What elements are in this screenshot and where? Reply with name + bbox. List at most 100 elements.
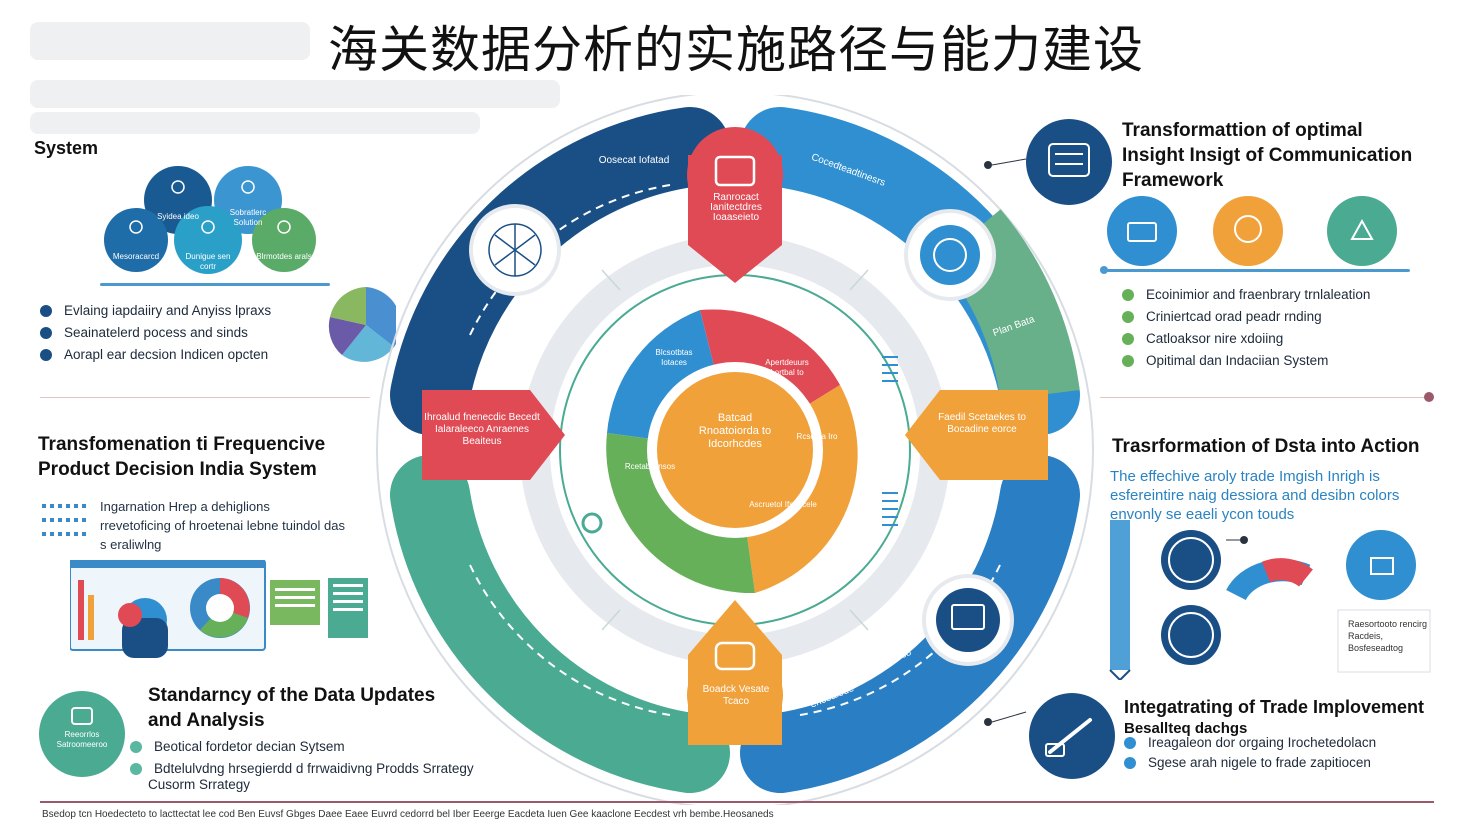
bullet-dot: [1122, 289, 1134, 301]
text-line: s eraliwlng: [100, 537, 162, 552]
list-item: Bdtelulvdng hrsegierdd d frrwaidivng Pro…: [130, 758, 474, 780]
box-line: Bosfeseadtog: [1348, 643, 1404, 653]
right-mid-illustration: [1109, 520, 1431, 680]
left-bottom-circle-icon: [39, 691, 125, 777]
list-item: Ecoinimior and fraenbrary trnlaleation: [1122, 284, 1370, 306]
heading-line: Transformattion of optimal: [1122, 120, 1363, 141]
list-item: Ireagaleon dor orgaing Irochetedolacn: [1124, 734, 1376, 752]
list-item: Evlaing iapdaiiry and Anyiss lpraxs: [40, 300, 271, 322]
section-heading-frequencive: Transfomenation ti Frequencive Product D…: [38, 432, 325, 482]
divider: [1100, 397, 1432, 398]
section-heading-trade: Integatrating of Trade Implovement Besal…: [1124, 696, 1424, 740]
bullet-dot: [40, 349, 52, 361]
right-top-circle-icon: [1026, 119, 1112, 205]
connector-dot: [984, 711, 1027, 726]
heading-line: Framework: [1122, 170, 1224, 191]
blurred-text-block: [30, 80, 560, 108]
arrow-top-label: Ranrocact Ianitectdres Ioaaseieto: [710, 192, 762, 223]
dashboard-illustration: [70, 560, 368, 658]
ring-segment-bottom-left: [390, 455, 730, 793]
dot-grid-icon: [42, 504, 86, 536]
text-line: rrevetoficing of hroetenai lebne tuindol…: [100, 518, 345, 533]
bullet-dot: [1124, 737, 1136, 749]
section-heading-system: System: [34, 138, 99, 158]
footer-text: Bsedop tcn Hoedecteto to lacttectat lee …: [42, 809, 774, 820]
right-bottom-bullets: Ireagaleon dor orgaing Irochetedolacn Sg…: [1124, 734, 1376, 774]
left-top-bullets: Evlaing iapdaiiry and Anyiss lpraxs Seai…: [40, 300, 271, 366]
divider-bar: [100, 283, 330, 286]
ring-label-top-left: Oosecat Iofatad: [598, 155, 670, 166]
bullet-dot: [130, 741, 142, 753]
hex-cluster: [104, 166, 316, 274]
core-line: Rnoatoiorda to: [698, 425, 772, 437]
list-item: Catloaksor nire xdoiing: [1122, 328, 1370, 350]
hex-label: Mesoracarcd: [112, 252, 160, 261]
ring-segment-bottom-right: [740, 455, 1080, 793]
hex-label: Blrmotdes arals: [256, 252, 312, 261]
arrow-left: [422, 390, 565, 480]
hex-label: Dunigue sen cortr: [185, 252, 231, 271]
text-line: The effechive aroly trade Imgish Inrigh …: [1110, 468, 1380, 485]
circle-label: Reeorrlos Satroomeeroo: [56, 730, 108, 749]
bullet-dot: [40, 327, 52, 339]
section-heading-action: Trasrformation of Dsta into Action: [1112, 436, 1420, 457]
list-item: Sgese arah nigele to frade zapitiocen: [1124, 752, 1376, 774]
heading-line: Besallteq dachgs: [1124, 720, 1248, 737]
arrow-right: [905, 390, 1048, 480]
blurred-text-block: [30, 22, 310, 60]
box-line: Racdeis,: [1348, 631, 1384, 641]
bullet-dot: [1122, 311, 1134, 323]
right-top-icon-row: [1100, 196, 1410, 274]
arrow-left-label: Ihroalud fnenecdic Becedt Ialaraleeco An…: [424, 412, 540, 447]
slice-label-bottom-right: Ascruetol Ifsstrcele: [749, 500, 817, 509]
bullet-dot: [1124, 757, 1136, 769]
blurred-text-block: [30, 112, 480, 134]
list-item: Seainatelerd pocess and sinds: [40, 322, 271, 344]
bullet-dot: [130, 763, 142, 775]
arrow-bottom-label: Boadck Vesate Tcaco: [702, 684, 770, 707]
slice-label-right-top: Apertdeuurs Lortbal to: [765, 358, 809, 377]
heading-line: Product Decision India System: [38, 459, 317, 480]
hex-label: Sobratlerc Solution: [229, 208, 267, 227]
slice-label-top: Blcsotbtas Iotaces: [655, 348, 693, 367]
section-heading-communication: Transformattion of optimal Insight Insig…: [1122, 118, 1412, 193]
list-item: Beotical fordetor decian Sytsem: [130, 736, 474, 758]
heading-line: Insight Insigt of Communication: [1122, 145, 1413, 166]
divider: [40, 397, 370, 398]
small-pie-chart: [328, 287, 396, 362]
connector-dot: [984, 158, 1027, 169]
core-line: Batcad: [717, 412, 753, 424]
heading-line: Standarncy of the Data Updates: [148, 685, 436, 706]
right-top-bullets: Ecoinimior and fraenbrary trnlaleation C…: [1122, 284, 1370, 372]
box-line: Raesortooto rencirg: [1348, 619, 1428, 629]
list-item: Opitimal dan Indaciian System: [1122, 350, 1370, 372]
left-mid-text: Ingarnation Hrep a dehiglions rrevetofic…: [100, 497, 380, 554]
list-item: Aorapl ear decsion Indicen opcten: [40, 344, 271, 366]
right-mid-box: Raesortooto rencirg Racdeis, Bosfeseadto…: [1348, 618, 1428, 654]
bullet-dot: [1122, 355, 1134, 367]
heading-line: Transfomenation ti Frequencive: [38, 434, 326, 455]
text-line: esfereintire naig dessiora and desibn co…: [1110, 487, 1400, 504]
page-title: 海关数据分析的实施路径与能力建设: [328, 21, 1144, 79]
right-bottom-circle-icon: [1029, 693, 1115, 779]
heading-line: and Analysis: [148, 710, 265, 731]
divider-dot: [1424, 392, 1434, 402]
slice-label-right: Rcse ha Iro: [796, 432, 838, 441]
section-heading-standarncy: Standarncy of the Data Updates and Analy…: [148, 683, 435, 733]
text-line: Ingarnation Hrep a dehiglions: [100, 499, 270, 514]
left-bottom-bullets: Beotical fordetor decian Sytsem Bdtelulv…: [130, 736, 474, 796]
arrow-right-label: Faedil Scetaekes to Bocadine eorce: [938, 412, 1026, 435]
text-line: envonly se eaeli ycon touds: [1110, 506, 1295, 523]
footer-line: [40, 801, 1434, 803]
list-item: Criniertcad orad peadr rnding: [1122, 306, 1370, 328]
core-line: Idcorhcdes: [708, 438, 762, 450]
bullet-dot: [40, 305, 52, 317]
core-label: Batcad Rnoatoiorda to Idcorhcdes: [690, 412, 780, 451]
list-item: Cusorm Srrategy: [148, 777, 251, 792]
heading-line: Integatrating of Trade Implovement: [1124, 697, 1425, 717]
hex-label: Syidea ideo: [157, 212, 199, 221]
bullet-dot: [1122, 333, 1134, 345]
central-cycle-diagram: [376, 95, 1094, 805]
slice-label-left: Rcetab Dnsos: [624, 462, 676, 471]
right-mid-blue-text: The effechive aroly trade Imgish Inrigh …: [1110, 467, 1450, 524]
